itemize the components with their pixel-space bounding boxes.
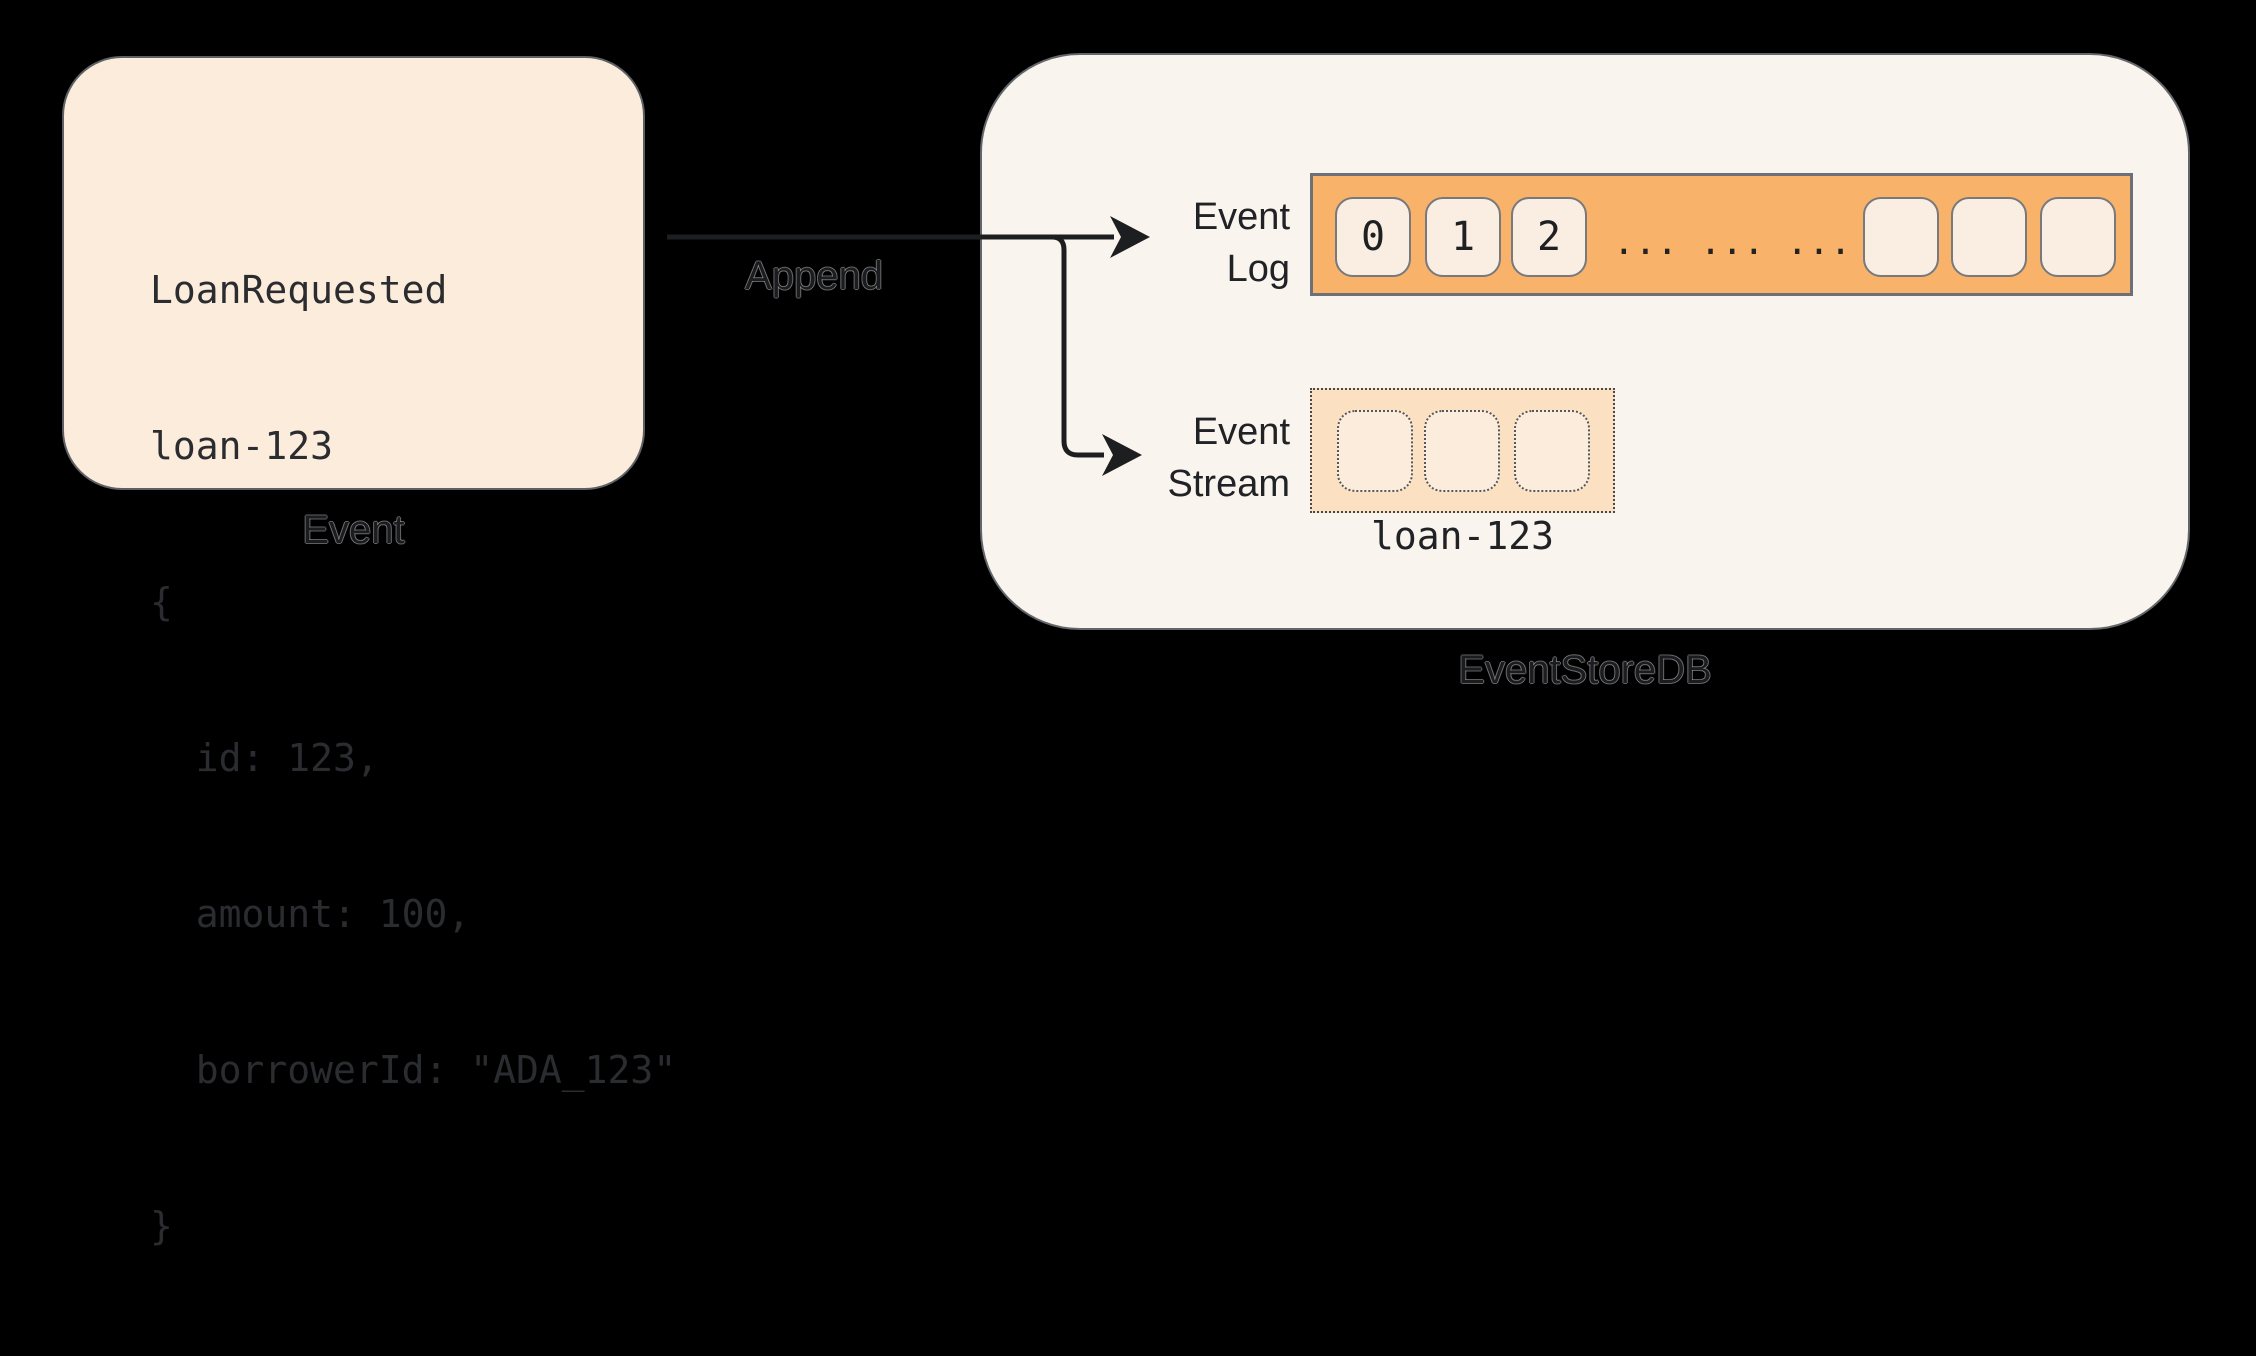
log-cell-empty-2 [1951,197,2027,277]
code-line: LoanRequested [150,268,448,312]
log-cell-2: 2 [1511,197,1587,277]
code-line: id: 123, [150,736,379,780]
code-line: } [150,1204,173,1248]
event-stream-label-line1: Event [1192,411,1290,453]
event-card-label: Event [302,508,405,552]
stream-name-label: loan-123 [1370,514,1555,558]
event-log-label-line1: Event [1192,196,1290,238]
log-cell-empty-3 [2040,197,2116,277]
log-cell-1: 1 [1425,197,1501,277]
log-cell-0: 0 [1335,197,1411,277]
log-cell-empty-1 [1863,197,1939,277]
code-line: { [150,580,173,624]
event-log-label-line2: Log [1226,248,1290,290]
log-ellipsis: ... ... ... [1613,222,1852,263]
event-stream-box [1310,388,1615,513]
stream-cell-empty-1 [1337,410,1413,492]
event-log-bar: 0 1 2 ... ... ... [1310,173,2133,296]
event-card: LoanRequested loan-123 { id: 123, amount… [62,56,676,1248]
event-stream-label-line2: Stream [1167,463,1290,505]
stream-cell-empty-3 [1514,410,1590,492]
code-line: amount: 100, [150,892,471,936]
stream-cell-empty-2 [1424,410,1500,492]
event-code-block: LoanRequested loan-123 { id: 123, amount… [150,160,676,1356]
append-label: Append [745,254,883,298]
code-line: loan-123 [150,424,334,468]
eventstoredb-label: EventStoreDB [1458,648,1712,692]
eventstoredb-container [980,53,2190,630]
diagram-canvas: { "event_card": { "label": "Event", "cod… [62,53,2190,1248]
code-line: borrowerId: "ADA_123" [150,1048,677,1092]
event-stream-label: Event Stream [1040,406,1290,510]
event-log-label: Event Log [1040,191,1290,295]
